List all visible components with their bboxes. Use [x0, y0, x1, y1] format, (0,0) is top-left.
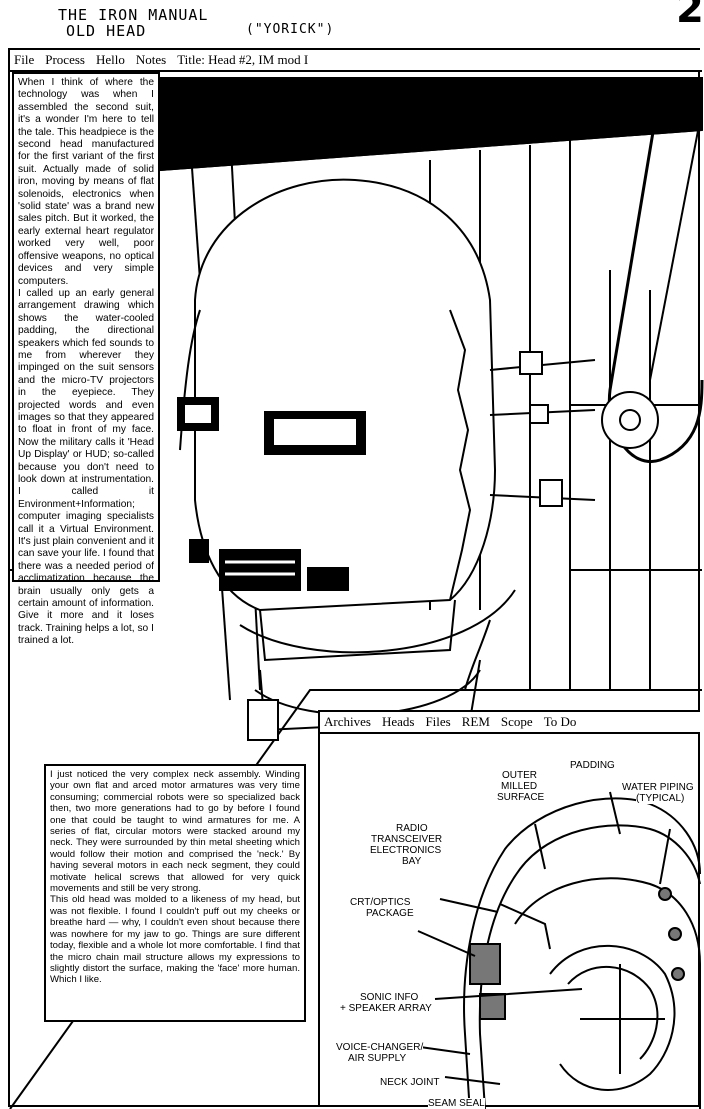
label-outer-3: SURFACE [497, 792, 545, 803]
menu-file[interactable]: File [14, 52, 35, 67]
narration-bottom-paragraph-2: This old head was molded to a likeness o… [50, 894, 300, 986]
menu-process[interactable]: Process [45, 52, 85, 67]
main-panel: File Process Hello Notes Title: Head #2,… [8, 48, 704, 1109]
menu-heads[interactable]: Heads [381, 714, 415, 729]
label-sonic-1: SONIC INFO [360, 992, 419, 1003]
header-nickname: ("YORICK") [246, 22, 335, 37]
menu-todo[interactable]: To Do [543, 714, 577, 729]
page-number: 2 [676, 0, 704, 32]
helmet-cutaway-diagram [417, 791, 701, 1109]
label-voice-2: AIR SUPPLY [348, 1053, 407, 1064]
iron-man-head-illustration [9, 77, 704, 1109]
main-menubar: File Process Hello Notes Title: Head #2,… [10, 50, 702, 72]
label-neck-joint: NECK JOINT [380, 1077, 440, 1088]
menu-rem[interactable]: REM [461, 714, 490, 729]
narration-top: When I think of where the technology was… [12, 72, 160, 646]
label-crt-2: PACKAGE [366, 908, 414, 919]
narration-bottom-paragraph-1: I just noticed the very complex neck ass… [50, 769, 300, 895]
label-water-2: (TYPICAL) [636, 793, 685, 804]
label-radio-1: RADIO [396, 823, 428, 834]
window-title: Title: Head #2, IM mod I [177, 52, 309, 67]
menu-hello[interactable]: Hello [95, 52, 125, 67]
cutaway-menubar: Archives Heads Files REM Scope To Do [320, 712, 700, 734]
label-outer-1: OUTER [502, 770, 537, 781]
label-radio-2: TRANSCEIVER [371, 834, 443, 845]
cutaway-window: Archives Heads Files REM Scope To Do [318, 710, 701, 1109]
narration-bottom: I just noticed the very complex neck ass… [44, 764, 306, 1022]
menu-archives[interactable]: Archives [324, 714, 371, 729]
label-seam-seal: SEAM SEAL [428, 1098, 485, 1109]
menu-notes[interactable]: Notes [135, 52, 167, 67]
label-radio-3: ELECTRONICS [370, 845, 442, 856]
header-title-line1: THE IRON MANUAL [58, 6, 209, 24]
label-outer-2: MILLED [501, 781, 538, 792]
menu-scope[interactable]: Scope [500, 714, 533, 729]
narration-top-paragraph-1: When I think of where the technology was… [18, 77, 154, 287]
label-crt-1: CRT/OPTICS [350, 897, 411, 908]
label-voice-1: VOICE-CHANGER/ [336, 1042, 424, 1053]
label-sonic-2: + SPEAKER ARRAY [340, 1003, 432, 1014]
menu-files[interactable]: Files [425, 714, 451, 729]
label-water-1: WATER PIPING [622, 782, 694, 793]
header-title-line2: OLD HEAD [66, 22, 147, 40]
narration-top-paragraph-2: I called up an early general arrangement… [18, 287, 154, 647]
label-radio-4: BAY [402, 856, 422, 867]
label-padding: PADDING [570, 760, 615, 771]
